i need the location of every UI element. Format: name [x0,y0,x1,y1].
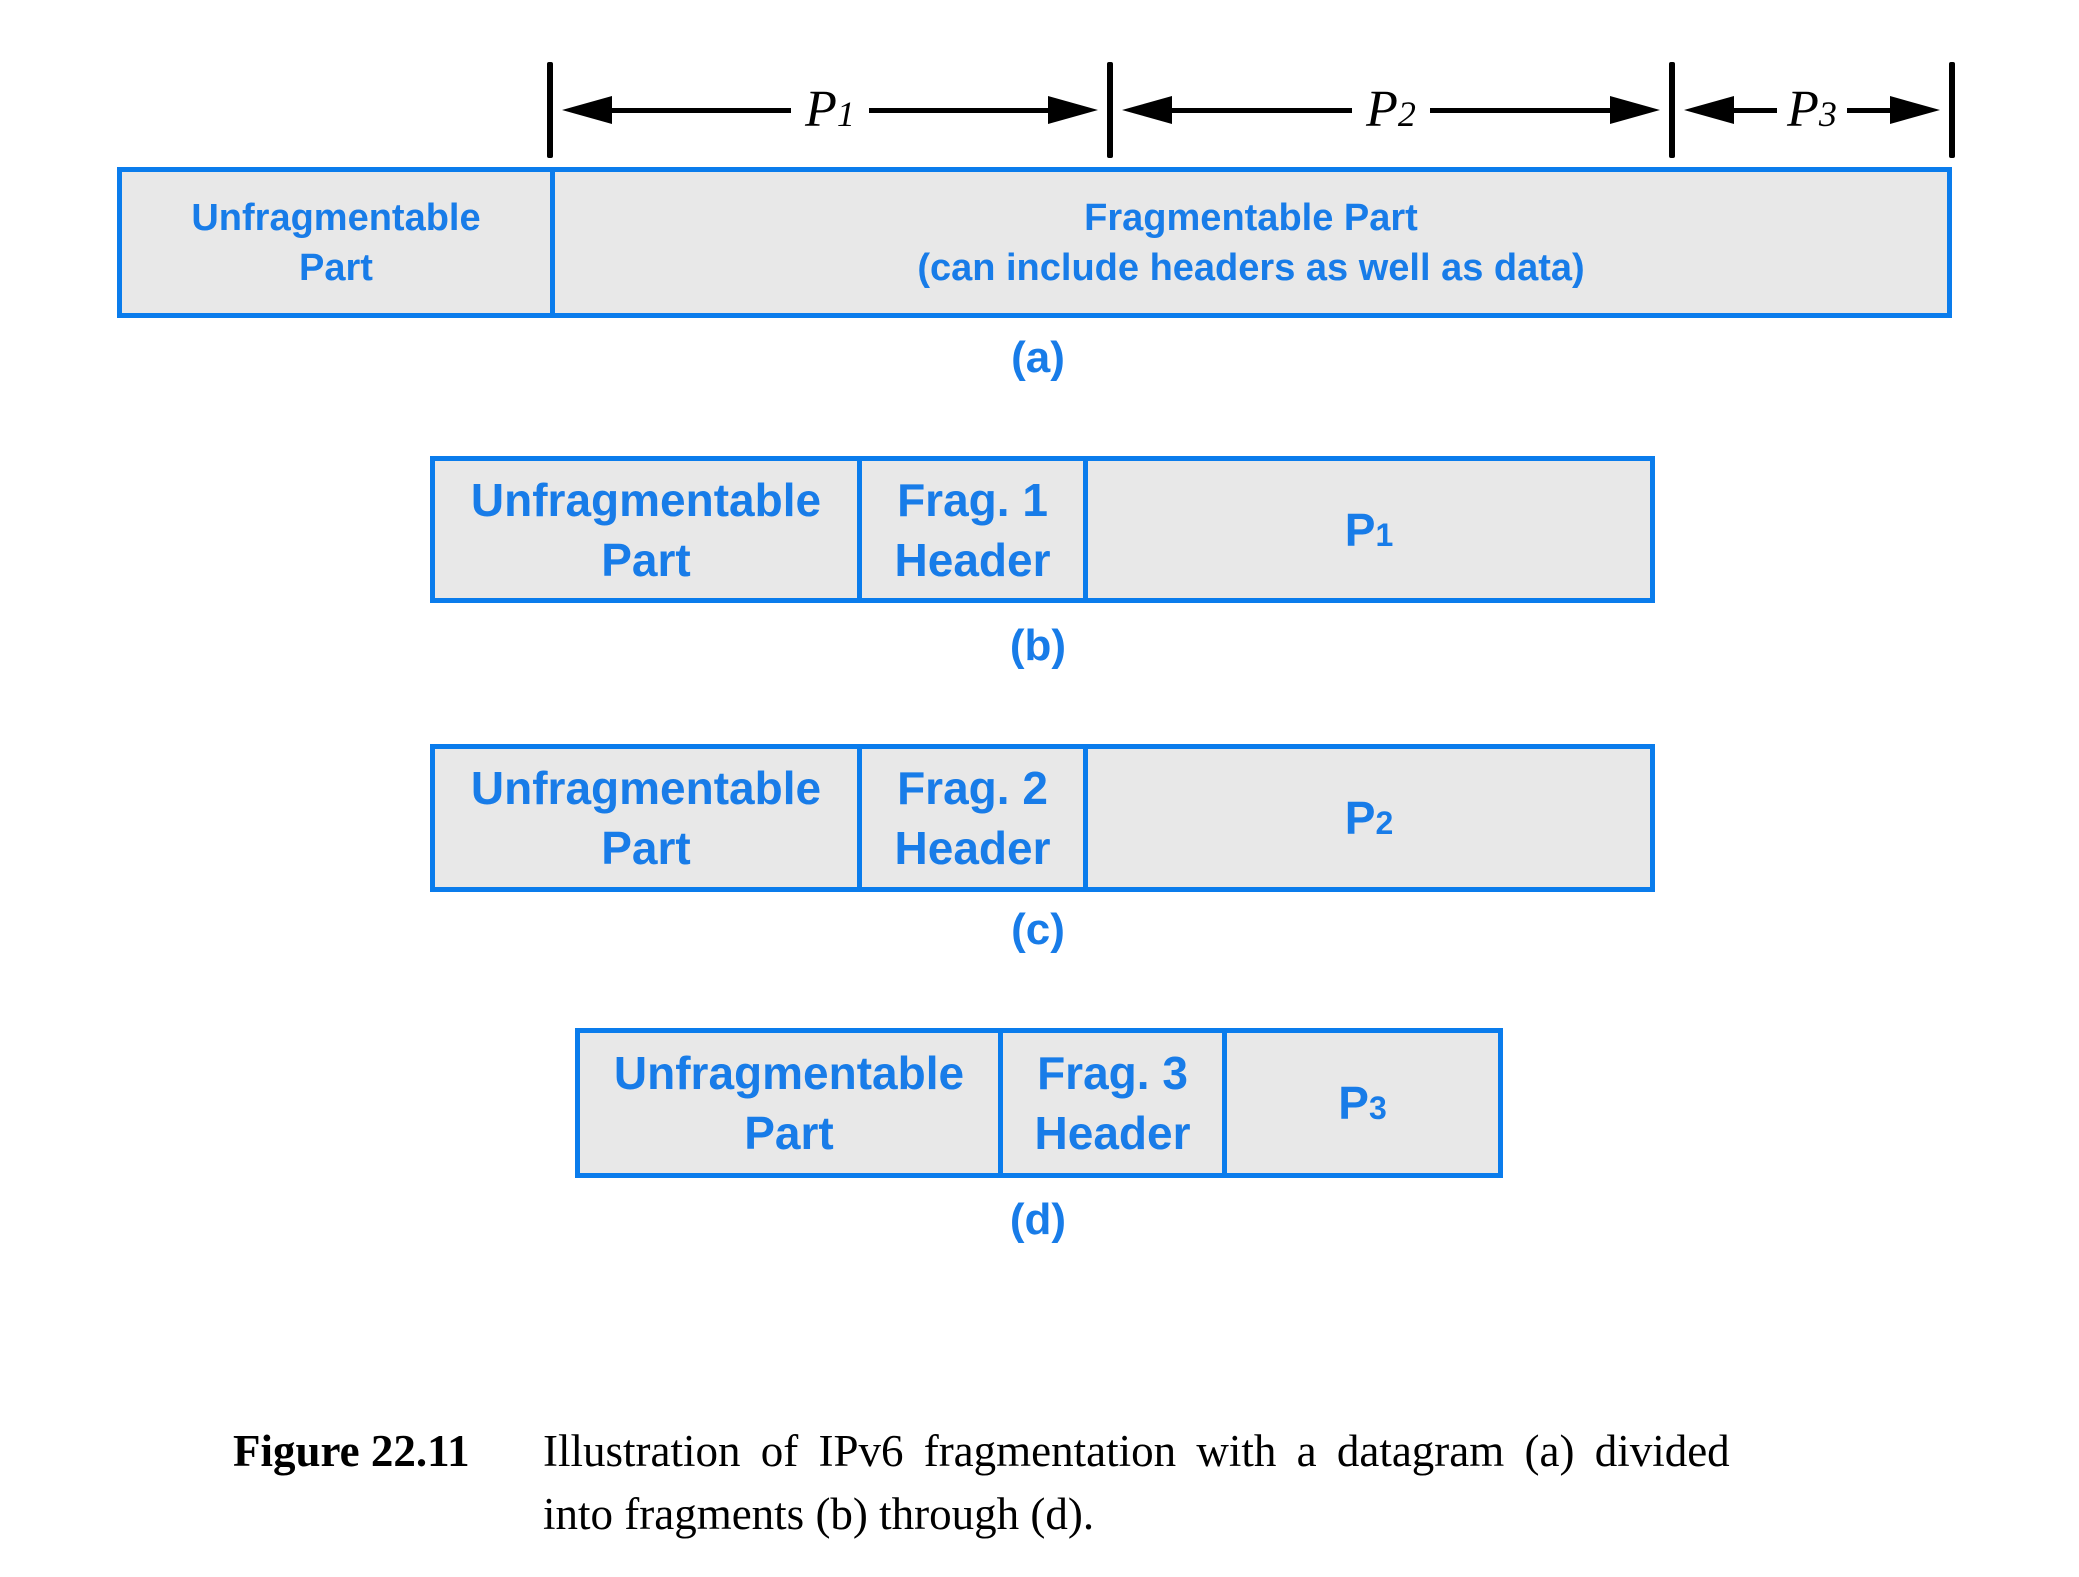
fragment-c-payload-cell: P2 [1083,749,1650,887]
fragment-c-box: Unfragmentable Part Frag. 2 Header P2 [430,744,1655,892]
cell-text: Unfragmentable [191,196,481,239]
dimension-line [1734,107,1778,113]
fragment-d-payload-cell: P3 [1222,1033,1498,1173]
fragment-b-box: Unfragmentable Part Frag. 1 Header P1 [430,456,1655,603]
ruler-tick-3 [1669,62,1675,158]
fragment-b-header-cell: Frag. 1 Header [857,461,1083,598]
cell-text: Part [601,533,691,586]
cell-text: Fragmentable Part [1084,196,1418,239]
dimension-line [868,107,1049,113]
payload-label: P2 [1344,792,1394,844]
arrowhead-right-icon [1610,96,1661,124]
arrowhead-left-icon [1122,96,1172,124]
fragment-c-unfragmentable-cell: Unfragmentable Part [435,749,857,887]
arrowhead-right-icon [1048,96,1099,124]
cell-text: Header [894,822,1051,874]
fragment-b-payload-cell: P1 [1083,461,1650,598]
cell-text: Part [299,246,373,289]
ruler-tick-4 [1949,62,1955,158]
payload-label: P1 [1344,503,1394,556]
ruler-tick-1 [547,62,553,158]
arrowhead-left-icon [1684,96,1734,124]
label-b: (b) [1009,621,1067,670]
cell-text: Unfragmentable [470,473,822,526]
caption-line-1: Illustration of IPv6 fragmentation with … [543,1426,1730,1476]
caption-line-2: into fragments (b) through (d). [543,1489,1095,1539]
label-d: (d) [1009,1195,1067,1244]
p1-ruler-label: P1 [805,81,855,138]
cell-text: Frag. 2 [897,762,1048,814]
datagram-a-fragmentable-cell: Fragmentable Part (can include headers a… [550,172,1947,313]
cell-text: Frag. 1 [897,473,1048,526]
datagram-a-box: Unfragmentable Part Fragmentable Part (c… [117,167,1952,318]
dimension-span-p3: P3 [1684,84,1941,136]
p2-ruler-label: P2 [1366,81,1416,138]
p3-ruler-label: P3 [1787,81,1837,138]
arrowhead-left-icon [562,96,612,124]
cell-text: Unfragmentable [613,1047,965,1099]
fragment-d-unfragmentable-cell: Unfragmentable Part [580,1033,998,1173]
cell-text: Frag. 3 [1037,1047,1188,1099]
cell-text: Unfragmentable [470,762,822,814]
dimension-line [612,107,792,113]
ruler-tick-2 [1107,62,1113,158]
cell-text: (can include headers as well as data) [917,246,1585,289]
cell-text: Part [744,1107,834,1159]
fragment-d-header-cell: Frag. 3 Header [998,1033,1222,1173]
fragment-d-box: Unfragmentable Part Frag. 3 Header P3 [575,1028,1503,1178]
caption-text: Illustration of IPv6 fragmentation with … [543,1420,1730,1546]
cell-text: Part [601,822,691,874]
dimension-span-p1: P1 [562,84,1099,136]
arrowhead-right-icon [1890,96,1941,124]
label-a: (a) [1011,333,1065,382]
figure-number: Figure 22.11 [233,1426,470,1476]
cell-text: Header [1034,1107,1191,1159]
dimension-line [1429,107,1611,113]
dimension-line [1846,107,1891,113]
cell-text: Header [894,533,1051,586]
fragment-c-header-cell: Frag. 2 Header [857,749,1083,887]
dimension-span-p2: P2 [1122,84,1661,136]
label-c: (c) [1011,905,1065,954]
figure-caption: Figure 22.11 Illustration of IPv6 fragme… [233,1420,1730,1546]
dimension-line [1172,107,1353,113]
fragment-b-unfragmentable-cell: Unfragmentable Part [435,461,857,598]
datagram-a-unfragmentable-cell: Unfragmentable Part [122,172,550,313]
payload-label: P3 [1338,1077,1387,1129]
